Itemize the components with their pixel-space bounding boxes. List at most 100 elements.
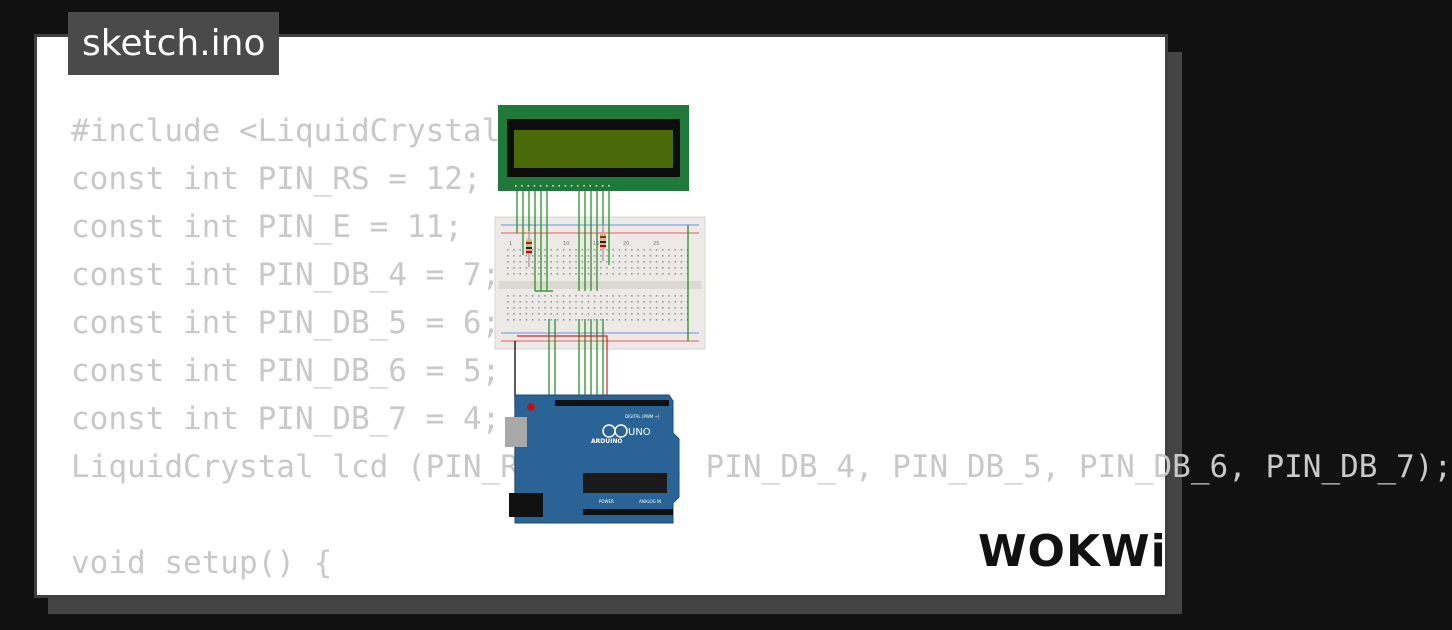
breadboard-hole (531, 313, 534, 315)
code-line: void setup() { (71, 545, 333, 581)
breadboard-hole (569, 255, 571, 257)
breadboard-hole (569, 307, 571, 309)
breadboard-hole (519, 261, 521, 263)
breadboard-hole (649, 295, 652, 297)
breadboard-hole (655, 313, 658, 315)
breadboard-hole (575, 255, 577, 257)
lcd-display (498, 105, 689, 191)
breadboard-hole (624, 319, 627, 321)
breadboard-hole (550, 267, 552, 269)
breadboard-hole (631, 255, 633, 257)
breadboard-hole (649, 249, 652, 251)
breadboard-hole (624, 301, 627, 303)
breadboard-hole (593, 261, 596, 263)
breadboard-col-label: 25 (653, 241, 659, 247)
breadboard-hole (519, 267, 521, 269)
breadboard-hole (575, 301, 577, 303)
breadboard-hole (525, 273, 528, 275)
breadboard-hole (680, 255, 683, 257)
breadboard-hole (662, 319, 664, 321)
breadboard-hole (643, 273, 645, 275)
breadboard-hole (649, 313, 652, 315)
breadboard-hole (606, 273, 608, 275)
breadboard-hole (569, 249, 571, 251)
breadboard-hole (593, 267, 596, 269)
breadboard-hole (631, 301, 633, 303)
breadboard-hole (569, 313, 571, 315)
breadboard-hole (533, 185, 536, 187)
breadboard-hole (550, 313, 552, 315)
breadboard-hole (674, 273, 676, 275)
breadboard-hole (556, 267, 559, 269)
breadboard-hole (507, 255, 509, 257)
breadboard-hole (550, 307, 552, 309)
file-tab[interactable]: sketch.ino (68, 12, 280, 75)
breadboard-hole (550, 319, 552, 321)
breadboard-hole (569, 273, 571, 275)
breadboard-hole (531, 295, 534, 297)
breadboard-col-label: 1 (509, 241, 512, 247)
breadboard-hole (612, 273, 614, 275)
breadboard-hole (649, 255, 652, 257)
breadboard-hole (544, 307, 546, 309)
breadboard-hole (556, 307, 559, 309)
breadboard-hole (558, 185, 560, 187)
breadboard-holes-bottom (507, 295, 689, 321)
breadboard-hole (624, 313, 627, 315)
code-line: const int PIN_DB_6 = 5; (71, 353, 501, 389)
breadboard-hole (581, 261, 583, 263)
breadboard-hole (513, 249, 515, 251)
breadboard-hole (562, 301, 565, 303)
breadboard-hole (643, 249, 645, 251)
breadboard-hole (612, 255, 614, 257)
breadboard-hole (612, 301, 614, 303)
breadboard-hole (655, 261, 658, 263)
resistor (600, 225, 606, 261)
breadboard-hole (569, 319, 571, 321)
breadboard-hole (550, 273, 552, 275)
breadboard-hole (581, 273, 583, 275)
breadboard-hole (649, 261, 652, 263)
code-line: LiquidCrystal lcd (PIN_RS, PIN_E, PIN_DB… (71, 449, 1452, 485)
breadboard-hole (562, 307, 565, 309)
breadboard-hole (556, 255, 559, 257)
breadboard-hole (624, 307, 627, 309)
breadboard-hole (593, 307, 596, 309)
breadboard-hole (612, 319, 614, 321)
breadboard-hole (569, 261, 571, 263)
breadboard-hole (624, 295, 627, 297)
breadboard-hole (546, 185, 548, 187)
breadboard-hole (575, 319, 577, 321)
breadboard-hole (637, 307, 639, 309)
arduino-uno-board: UNO ARDUINO DIGITAL (PWM ~) POWER ANALOG… (505, 394, 680, 524)
breadboard-hole (618, 249, 621, 251)
breadboard-hole (655, 295, 658, 297)
breadboard-hole (674, 255, 676, 257)
breadboard-hole (662, 267, 664, 269)
breadboard-hole (519, 273, 521, 275)
breadboard-hole (593, 255, 596, 257)
breadboard-hole (624, 273, 627, 275)
breadboard-hole (593, 301, 596, 303)
breadboard-hole (618, 313, 621, 315)
breadboard-hole (513, 273, 515, 275)
breadboard-hole (606, 295, 608, 297)
breadboard-hole (521, 185, 523, 187)
breadboard-hole (507, 261, 509, 263)
breadboard-holes-top (507, 249, 689, 275)
breadboard-hole (538, 313, 540, 315)
breadboard-hole (525, 295, 528, 297)
breadboard-hole (544, 313, 546, 315)
breadboard-hole (674, 295, 676, 297)
breadboard-hole (606, 301, 608, 303)
breadboard-hole (680, 307, 683, 309)
breadboard-hole (531, 267, 534, 269)
breadboard-hole (680, 249, 683, 251)
breadboard-hole (606, 319, 608, 321)
breadboard-hole (631, 307, 633, 309)
breadboard-hole (680, 267, 683, 269)
code-line: const int PIN_DB_4 = 7; (71, 257, 501, 293)
breadboard-hole (680, 295, 683, 297)
breadboard-hole (600, 249, 602, 251)
breadboard-hole (507, 249, 509, 251)
